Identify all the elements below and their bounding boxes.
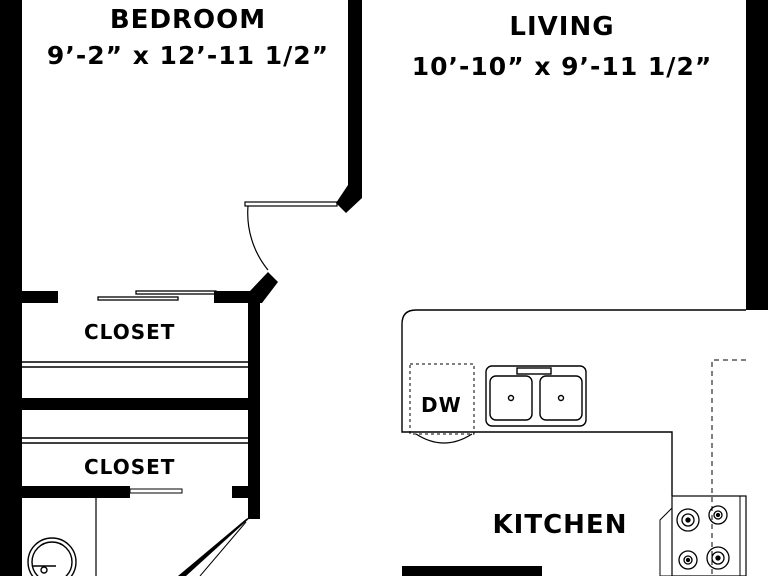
stove <box>659 495 747 576</box>
kitchen-counter <box>401 309 746 496</box>
living-label: LIVING 10’-10” x 9’-11 1/2” <box>362 12 762 82</box>
kitchen-wall-bottom <box>402 566 542 576</box>
bedroom-name: BEDROOM <box>109 5 267 35</box>
bath-wall-left <box>22 486 130 498</box>
right-exterior-wall <box>746 0 768 310</box>
door-swing-icon <box>244 201 338 207</box>
stove-burner-icon <box>676 505 730 570</box>
closet-upper-label: CLOSET <box>84 320 176 344</box>
bedroom-door <box>244 201 338 271</box>
closet-shelves <box>22 361 248 444</box>
bathroom-sink-icon <box>27 537 77 576</box>
kitchen-name: KITCHEN <box>492 510 628 540</box>
bedroom-angled-wall <box>336 185 362 213</box>
bedroom-closet-wall-left <box>22 291 58 303</box>
living-dimensions: 10’-10” x 9’-11 1/2” <box>411 52 713 81</box>
double-sink-icon <box>485 365 587 427</box>
bedroom-label: BEDROOM 9’-2” x 12’-11 1/2” <box>22 5 354 71</box>
dishwasher-label: DW <box>421 393 462 417</box>
left-exterior-wall <box>0 0 22 576</box>
closet-lower-label: CLOSET <box>84 455 176 479</box>
bath-wall-right <box>232 486 260 498</box>
bedroom-living-partition-wall <box>348 0 362 192</box>
closet-vertical-wall <box>248 291 260 519</box>
bedroom-dimensions: 9’-2” x 12’-11 1/2” <box>46 41 330 70</box>
closet-sliding-doors <box>97 290 217 301</box>
lower-closet-door <box>129 488 183 494</box>
closet-divider-wall <box>22 398 250 410</box>
dishwasher <box>409 363 475 444</box>
upper-cabinet-outline <box>711 359 746 576</box>
bath-door <box>178 516 252 576</box>
living-name: LIVING <box>509 12 615 42</box>
